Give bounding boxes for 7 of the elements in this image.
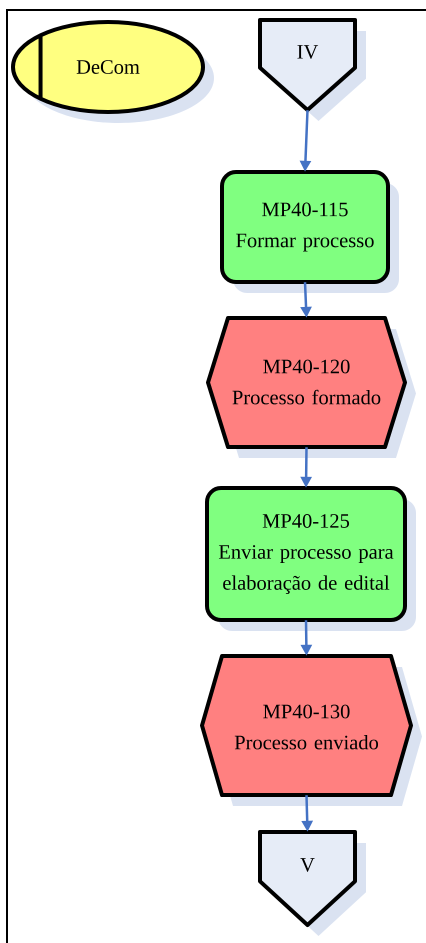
event-hexagon: MP40-130 Processo enviado xyxy=(200,654,422,806)
process-box: MP40-115 Formar processo xyxy=(220,170,399,293)
off-page-connector: V xyxy=(258,830,366,936)
event-hexagon: MP40-120 Processo formado xyxy=(206,316,416,458)
ellipse-node: DeCom xyxy=(11,20,214,123)
process-box: MP40-125 Enviar processo para elaboração de edital xyxy=(205,486,416,631)
off-page-connector: IV xyxy=(258,18,366,121)
